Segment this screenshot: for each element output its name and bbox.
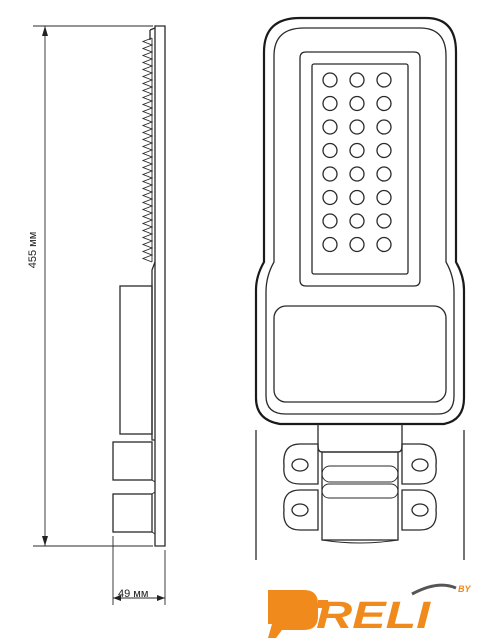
led <box>322 95 338 112</box>
height-label: 455 мм <box>27 232 39 269</box>
bolt-hole <box>291 458 309 472</box>
led <box>322 119 338 135</box>
front-view <box>254 16 466 560</box>
bolt-hole <box>291 503 309 517</box>
bolt-hole <box>411 458 429 472</box>
led <box>349 236 365 253</box>
led <box>322 189 338 206</box>
led <box>349 119 365 135</box>
lower-clamp <box>283 489 437 531</box>
driver-cover <box>273 305 447 403</box>
bolt-hole <box>411 503 429 517</box>
led <box>349 213 365 229</box>
led <box>376 213 392 229</box>
mount-tube <box>321 451 399 541</box>
side-view <box>112 25 166 547</box>
logo-sup: BY <box>458 584 471 594</box>
depth-label: 49 мм <box>118 588 148 600</box>
height-dimension <box>33 25 153 547</box>
led <box>376 236 392 253</box>
mount-neck <box>317 424 403 453</box>
led-panel <box>311 63 409 275</box>
depth-dimension <box>112 536 166 605</box>
side-clamp-lower <box>112 493 153 533</box>
led <box>322 142 338 159</box>
side-housing <box>154 25 166 547</box>
led <box>322 72 338 88</box>
led-window-outer <box>299 51 421 287</box>
front-housing-inner <box>265 27 455 415</box>
led <box>349 166 365 182</box>
led <box>376 166 392 182</box>
dreli-logo: DRELI BY <box>268 583 471 638</box>
led <box>376 189 392 206</box>
led <box>376 119 392 135</box>
led <box>349 95 365 112</box>
led <box>322 166 338 182</box>
led <box>376 72 392 88</box>
logo-text: DRELI <box>280 595 432 637</box>
led <box>349 189 365 206</box>
side-clamp-upper <box>112 441 153 481</box>
led <box>322 213 338 229</box>
drill-icon <box>268 590 318 638</box>
led-grid <box>322 72 392 253</box>
led <box>322 236 338 253</box>
led <box>376 142 392 159</box>
led <box>376 95 392 112</box>
front-housing-outer <box>254 16 466 426</box>
heatsink-fins <box>141 37 154 263</box>
upper-clamp <box>283 443 437 485</box>
led <box>349 142 365 159</box>
led <box>349 72 365 88</box>
side-driver-block <box>119 285 153 435</box>
